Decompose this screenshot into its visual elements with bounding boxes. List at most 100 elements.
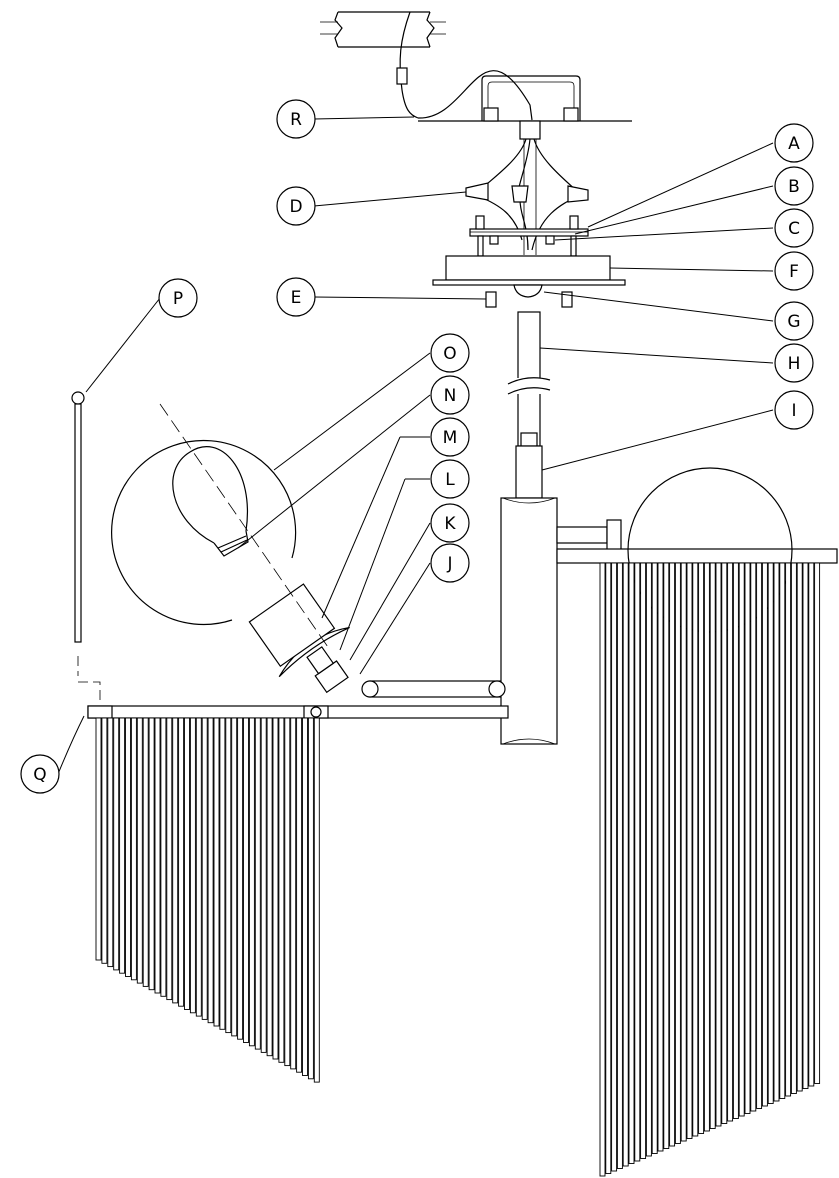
crystal-strand (231, 717, 238, 1037)
crystal-strand (616, 562, 623, 1169)
callout-B: B (774, 166, 814, 206)
callout-A: A (774, 123, 814, 163)
center-body (500, 497, 558, 745)
crystal-strand (207, 717, 214, 1024)
crystal-strand (680, 562, 687, 1142)
socket-assembly (248, 583, 350, 694)
callout-R: R (276, 99, 316, 139)
crystal-strand (605, 562, 612, 1174)
left-crystal-ring (87, 705, 509, 719)
crystal-strand (686, 562, 693, 1139)
callout-P-label: P (173, 289, 183, 309)
crystal-strand (698, 562, 705, 1134)
crystal-strand (313, 717, 320, 1083)
crystal-strand (154, 717, 161, 994)
crystal-strand (160, 717, 167, 997)
crystal-strand (761, 562, 768, 1107)
crystal-strand (142, 717, 149, 987)
crystal-strand (237, 717, 244, 1040)
crystal-strand (767, 562, 774, 1104)
crystal-strand (634, 562, 641, 1162)
canopy (432, 255, 626, 286)
callout-G: G (774, 301, 814, 341)
crystal-strand (669, 562, 676, 1147)
crystal-pin (71, 391, 101, 704)
crystal-strand (750, 562, 757, 1112)
callout-G-label: G (787, 312, 800, 332)
crystal-strand (248, 717, 255, 1047)
callout-L: L (430, 459, 470, 499)
crystal-strand (172, 717, 179, 1004)
wire-nuts (465, 182, 589, 203)
crystal-strand (790, 562, 797, 1094)
callout-I-label: I (791, 401, 796, 421)
crystal-strand (95, 717, 102, 961)
down-rod (507, 311, 551, 499)
crystal-strand (201, 717, 208, 1020)
callout-J: J (430, 543, 470, 583)
crystal-strand (284, 717, 291, 1067)
crystal-strand (195, 717, 202, 1017)
crystal-strand (266, 717, 273, 1057)
crystal-strand (278, 717, 285, 1063)
callout-K: K (430, 503, 470, 543)
crystal-strand (611, 562, 618, 1172)
crystal-strand (640, 562, 647, 1159)
crystal-strand (599, 562, 606, 1177)
crystal-strand (732, 562, 739, 1119)
callout-A-label: A (788, 134, 800, 154)
crystal-strand (136, 717, 143, 984)
crystal-strand (189, 717, 196, 1014)
crystal-strand (709, 562, 716, 1129)
right-crystal-ring (556, 548, 838, 564)
callout-Q-label: Q (33, 765, 46, 785)
crystal-strand (213, 717, 220, 1027)
crystal-strand (130, 717, 137, 981)
callout-H: H (774, 343, 814, 383)
callout-O-label: O (443, 344, 456, 364)
canopy-caps (485, 291, 573, 308)
crystal-strand (119, 717, 126, 974)
crystal-strand (738, 562, 745, 1117)
crystal-strand (184, 717, 190, 1010)
crystal-strand (692, 562, 699, 1137)
crystal-strand (254, 717, 261, 1050)
callout-N: N (430, 375, 470, 415)
crystal-strand (107, 717, 114, 968)
right-arm (556, 519, 622, 551)
callout-P: P (158, 278, 198, 318)
crystal-strand (166, 717, 173, 1001)
ground-wire (396, 11, 533, 121)
callout-E-label: E (291, 288, 302, 308)
crystal-strand (814, 562, 821, 1084)
callout-D-label: D (289, 197, 302, 217)
crystal-strand (296, 717, 303, 1073)
crystal-strand (808, 562, 815, 1087)
crystal-strand (663, 562, 670, 1149)
callout-F-label: F (789, 262, 799, 282)
crystal-strand (715, 562, 722, 1127)
crystal-strand (773, 562, 780, 1102)
left-arm (361, 680, 506, 698)
junction-box (481, 75, 581, 140)
callout-M: M (430, 417, 470, 457)
callout-D: D (276, 186, 316, 226)
crystal-strand (290, 717, 297, 1070)
crystal-strand (225, 717, 232, 1034)
callout-E: E (276, 277, 316, 317)
callout-J-label: J (446, 554, 452, 574)
crystal-strand (148, 717, 155, 991)
callout-Q: Q (20, 754, 60, 794)
crystal-strand (802, 562, 809, 1089)
crystal-strand (113, 717, 120, 971)
crystal-strand (796, 562, 803, 1092)
callout-N-label: N (444, 386, 457, 406)
crystal-strand (721, 562, 728, 1124)
crystal-strand (785, 562, 792, 1097)
crystal-strand (125, 717, 131, 977)
crystal-strand (307, 717, 314, 1080)
callout-O: O (430, 333, 470, 373)
crystal-strand (243, 717, 249, 1043)
callout-B-label: B (788, 177, 800, 197)
